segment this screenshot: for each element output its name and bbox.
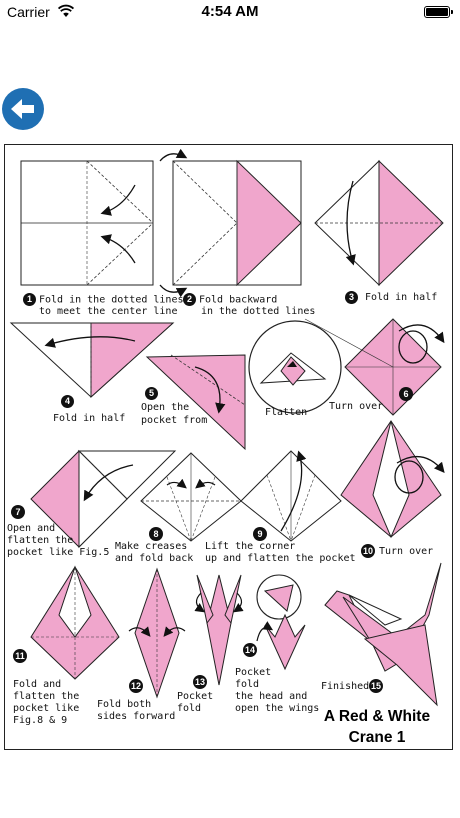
step-2-caption-line2: in the dotted lines xyxy=(201,306,316,317)
step-7-badge: 7 xyxy=(11,505,25,519)
status-bar: Carrier 4:54 AM xyxy=(0,0,460,24)
step-8-caption-line2: and fold back xyxy=(115,553,194,564)
step-7-figure xyxy=(30,449,177,549)
step-3-caption: 3 xyxy=(345,291,361,305)
battery-icon xyxy=(424,6,453,18)
step-13-caption-line2: fold xyxy=(177,703,202,714)
step-9-caption-line2: up and flatten the pocket xyxy=(205,553,356,564)
step-14-figure xyxy=(256,574,306,671)
step-14-caption: Pocket xyxy=(235,667,272,678)
step-14-caption-line2: fold xyxy=(235,679,260,690)
back-button[interactable] xyxy=(2,88,44,130)
step-13-badge: 13 xyxy=(193,675,207,689)
flatten-caption: Flatten xyxy=(265,407,308,418)
step-12-figure xyxy=(128,567,186,699)
step-8-caption: Make creases xyxy=(115,541,188,552)
step-10-figure xyxy=(340,420,445,539)
step-15-figure xyxy=(324,562,442,707)
diagram-title-line1: A Red & White xyxy=(323,708,431,725)
step-15-badge: 15 xyxy=(369,679,383,693)
arrow-left-icon xyxy=(11,99,34,119)
step-8-figure xyxy=(140,452,242,542)
step-11-caption: Fold and xyxy=(13,679,62,690)
step-5-badge: 5 xyxy=(145,387,161,401)
step-3-caption-text: Fold in half xyxy=(365,292,438,303)
diagram-title-line2: Crane 1 xyxy=(348,729,406,746)
step-13-figure xyxy=(194,574,244,686)
step-1-figure xyxy=(20,160,154,286)
step-12-caption: Fold both xyxy=(97,699,152,710)
wifi-icon xyxy=(58,4,74,17)
step-11-badge: 11 xyxy=(13,649,27,663)
step-4-badge: 4 xyxy=(61,395,77,409)
step-15-caption: Finished xyxy=(321,681,370,692)
step-2-figure xyxy=(159,148,302,298)
step-11-caption-line3: pocket like xyxy=(13,703,80,714)
diagram-title: A Red & White Crane 1 xyxy=(307,706,447,748)
diagram-illustration xyxy=(9,148,445,707)
step-7-caption-line2: flatten the xyxy=(7,535,74,546)
step-4-figure xyxy=(9,322,175,399)
step-7-caption-line3: pocket like Fig.5 xyxy=(7,547,110,558)
step-9-caption: Lift the corner xyxy=(205,541,296,552)
step-9-figure xyxy=(240,450,342,542)
step-5-figure xyxy=(145,354,246,451)
step-14-caption-line4: open the wings xyxy=(235,703,320,714)
step-12-caption-line2: sides forward xyxy=(97,711,176,722)
step-13-caption: Pocket xyxy=(177,691,214,702)
step-8-badge: 8 xyxy=(149,527,163,541)
step-10-caption: Turn over xyxy=(379,546,434,557)
step-5-caption: Open the xyxy=(141,402,190,413)
flatten-figure xyxy=(248,320,342,414)
step-6-caption: Turn over xyxy=(329,401,384,412)
step-4-caption: Fold in half xyxy=(53,413,126,424)
clock: 4:54 AM xyxy=(201,3,259,20)
step-10-badge: 10 xyxy=(361,544,375,558)
step-14-caption-line3: the head and xyxy=(235,691,308,702)
step-5-caption-line2: pocket from xyxy=(141,415,208,426)
step-9-badge: 9 xyxy=(253,527,267,541)
step-12-badge: 12 xyxy=(129,679,143,693)
step-11-figure xyxy=(30,565,120,680)
step-1-caption-line2: to meet the center line xyxy=(39,306,178,317)
step-6-figure xyxy=(304,318,445,416)
step-7-caption: Open and xyxy=(7,523,56,534)
step-14-badge: 14 xyxy=(243,643,257,657)
step-3-figure xyxy=(314,159,444,287)
step-6-badge: 6 xyxy=(399,387,413,401)
step-11-caption-line2: flatten the xyxy=(13,691,80,702)
carrier-label: Carrier xyxy=(7,4,50,20)
step-11-caption-line4: Fig.8 & 9 xyxy=(13,715,68,726)
